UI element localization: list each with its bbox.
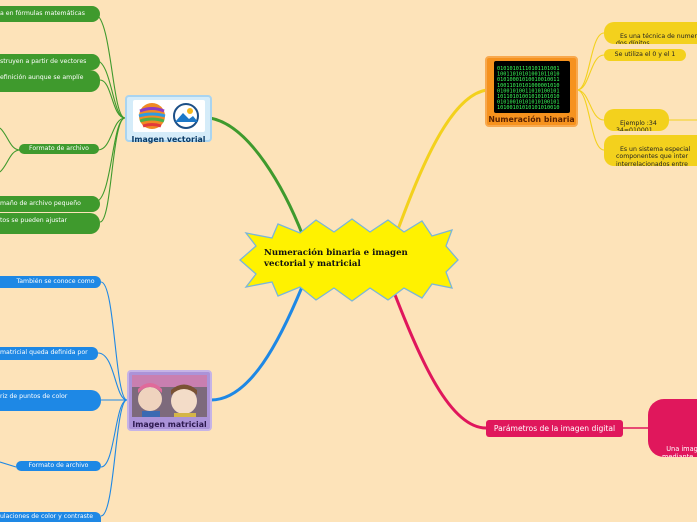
item-text: Es una técnica de numer dos dígitos. bbox=[616, 32, 697, 45]
binaria-item-tecnica[interactable]: Es una técnica de numer dos dígitos. bbox=[604, 22, 697, 44]
item-text: maño de archivo pequeño bbox=[0, 200, 81, 207]
vectorial-item-tamano[interactable]: maño de archivo pequeño bbox=[0, 196, 100, 212]
binary-row: 01010010101010100101 bbox=[497, 100, 559, 106]
landscape-circle-icon bbox=[172, 103, 199, 129]
binary-row: 01001010011010100101 bbox=[497, 88, 559, 94]
vectorial-item-definicion[interactable]: efinición aunque se amplíe bbox=[0, 70, 100, 92]
binaria-item-ejemplo[interactable]: Ejemplo :34 34=010001 bbox=[604, 109, 669, 131]
item-text: Se utiliza el 0 y el 1 bbox=[614, 51, 676, 58]
branch-parametros-line bbox=[390, 286, 487, 430]
binary-row: 10110101001010101010 bbox=[497, 94, 559, 100]
item-text: ulaciones de color y contraste bbox=[0, 513, 94, 520]
vectorial-node[interactable]: Imagen vectorial bbox=[125, 95, 212, 144]
item-text: También se conoce como bbox=[16, 278, 95, 285]
branch-vectorial-line bbox=[209, 116, 305, 237]
binaria-title: Numeración binaria bbox=[488, 115, 575, 124]
green-sub-lines bbox=[0, 13, 126, 223]
yellow-sub-lines bbox=[576, 32, 697, 151]
vectorial-item-vectores[interactable]: struyen a partir de vectores bbox=[0, 54, 100, 70]
vectorial-item-ajustar[interactable]: tos se pueden ajustar bbox=[0, 213, 100, 234]
branch-binaria-line bbox=[395, 88, 488, 233]
branch-matricial-line bbox=[210, 286, 304, 402]
item-text: a en fórmulas matemáticas bbox=[0, 10, 85, 17]
central-topic-title[interactable]: Numeración binaria e imagen vectorial y … bbox=[264, 248, 408, 269]
vectorial-title: Imagen vectorial bbox=[131, 135, 206, 144]
binary-code-screen-icon: 0101010111010110100110011010101001011010… bbox=[493, 61, 570, 113]
binary-row: 01010101110101101001 bbox=[497, 66, 559, 72]
parametros-title: Parámetros de la imagen digital bbox=[493, 424, 616, 433]
item-text: struyen a partir de vectores bbox=[0, 58, 87, 65]
vectorial-images bbox=[132, 100, 205, 132]
binaria-item-sistema[interactable]: Es un sistema especial componentes que i… bbox=[604, 135, 697, 166]
item-text: efinición aunque se amplíe bbox=[0, 74, 84, 81]
vectorial-item-formato[interactable]: Formato de archivo bbox=[19, 144, 99, 154]
item-text: Es un sistema especial componentes que i… bbox=[616, 145, 691, 167]
matricial-title: Imagen matricial bbox=[132, 420, 207, 429]
binary-row: 10100101010101010010 bbox=[497, 105, 559, 111]
item-text: Ejemplo :34 34=010001 bbox=[616, 119, 657, 132]
striped-sphere-icon bbox=[138, 103, 165, 129]
parametros-desc-box[interactable]: Una imag mediante bbox=[648, 399, 697, 457]
binaria-item-utiliza[interactable]: Se utiliza el 0 y el 1 bbox=[604, 49, 686, 61]
matricial-item-conoce[interactable]: También se conoce como bbox=[0, 276, 101, 288]
matricial-item-puntos[interactable]: riz de puntos de color bbox=[0, 390, 101, 411]
binary-row: 10011010101001011010 bbox=[497, 72, 559, 78]
matricial-node[interactable]: Imagen matricial bbox=[127, 370, 212, 431]
binary-row: 01010001010010010011 bbox=[497, 77, 559, 83]
binary-row: 10011010101000001010 bbox=[497, 83, 559, 89]
item-text: matricial queda definida por bbox=[0, 349, 88, 356]
parametros-desc-text: Una imag mediante bbox=[662, 445, 697, 457]
item-text: tos se pueden ajustar bbox=[0, 217, 68, 224]
matricial-item-definida[interactable]: matricial queda definida por bbox=[0, 347, 98, 360]
central-star-shape bbox=[239, 218, 459, 302]
item-text: Formato de archivo bbox=[29, 145, 89, 152]
item-text: riz de puntos de color bbox=[0, 393, 68, 400]
matricial-item-formato[interactable]: Formato de archivo bbox=[16, 461, 101, 471]
matricial-item-contraste[interactable]: ulaciones de color y contraste bbox=[0, 512, 101, 522]
children-photo-icon bbox=[132, 375, 207, 417]
item-text: Formato de archivo bbox=[28, 462, 89, 469]
blue-sub-lines bbox=[0, 281, 128, 517]
vectorial-item-formulas[interactable]: a en fórmulas matemáticas bbox=[0, 6, 100, 22]
parametros-node[interactable]: Parámetros de la imagen digital bbox=[486, 420, 623, 437]
